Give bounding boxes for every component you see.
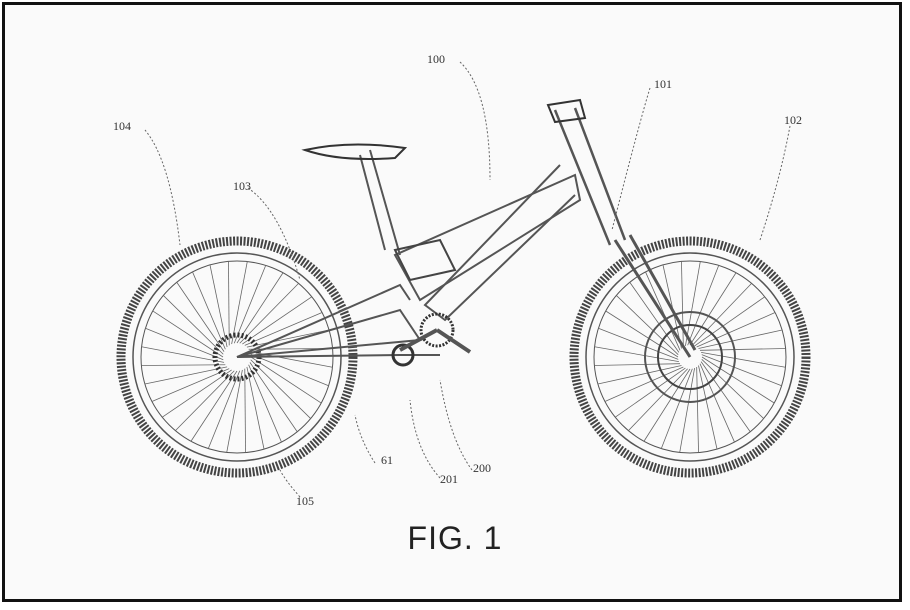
spoke <box>598 327 679 360</box>
label-101: 101 <box>654 77 672 91</box>
front-wheel <box>569 236 811 478</box>
spoke <box>605 310 679 358</box>
spoke <box>145 327 224 361</box>
label-61: 61 <box>381 453 393 467</box>
spoke <box>699 363 735 443</box>
spoke <box>144 366 228 385</box>
label-201: 201 <box>440 472 458 486</box>
spoke <box>176 282 225 352</box>
spoke <box>660 368 693 449</box>
spoke <box>190 370 238 442</box>
leader-lines <box>144 61 791 498</box>
spoke <box>246 366 265 450</box>
spoke <box>701 356 775 404</box>
spoke <box>151 368 230 402</box>
spoke <box>597 365 682 385</box>
label-105: 105 <box>296 494 314 508</box>
spoke <box>696 366 699 453</box>
spoke <box>250 353 329 387</box>
spoke <box>163 295 224 355</box>
spoke <box>615 367 686 418</box>
spoke <box>228 261 230 346</box>
spoke <box>242 296 312 345</box>
spoke <box>209 264 228 348</box>
figure-caption: FIG. 1 <box>407 520 503 556</box>
spoke <box>141 364 226 366</box>
spoke <box>250 359 311 419</box>
spoke <box>250 356 322 404</box>
spoke <box>700 361 751 432</box>
drawing-border <box>2 2 902 602</box>
spoke <box>175 370 235 431</box>
spoke <box>244 312 323 346</box>
spoke <box>141 346 225 363</box>
spoke <box>246 329 330 348</box>
spoke <box>696 312 776 348</box>
spoke <box>594 363 681 366</box>
spoke <box>236 272 284 344</box>
spoke <box>679 368 695 453</box>
spoke <box>226 369 243 453</box>
spoke <box>701 352 786 368</box>
label-104: 104 <box>113 119 131 133</box>
spoke <box>207 370 241 449</box>
spoke <box>594 346 679 362</box>
spoke <box>244 368 246 453</box>
frame <box>236 98 736 403</box>
spoke <box>162 369 232 418</box>
spoke <box>629 282 680 353</box>
spoke <box>231 261 248 345</box>
reference-numerals: 100 101 102 103 104 105 61 201 200 <box>113 52 802 508</box>
label-100: 100 <box>427 52 445 66</box>
spoke <box>233 265 267 344</box>
spoke <box>643 368 691 442</box>
spoke <box>701 359 764 419</box>
spoke <box>685 261 701 346</box>
spoke <box>192 271 226 350</box>
spoke <box>689 272 737 346</box>
spoke <box>698 365 718 450</box>
spoke <box>698 329 783 349</box>
label-200: 200 <box>473 461 491 475</box>
spoke <box>701 354 782 387</box>
spoke <box>152 310 224 358</box>
spoke <box>699 348 786 351</box>
spoke <box>694 296 765 347</box>
spoke <box>239 283 299 344</box>
spoke <box>249 362 298 432</box>
spoke <box>681 261 684 348</box>
spoke <box>616 295 679 355</box>
spoke <box>248 364 282 443</box>
spoke <box>604 366 684 402</box>
spoke <box>628 368 688 431</box>
spoke <box>645 271 681 351</box>
label-102: 102 <box>784 113 802 127</box>
label-103: 103 <box>233 179 251 193</box>
spoke <box>687 265 720 346</box>
spoke <box>692 283 752 346</box>
